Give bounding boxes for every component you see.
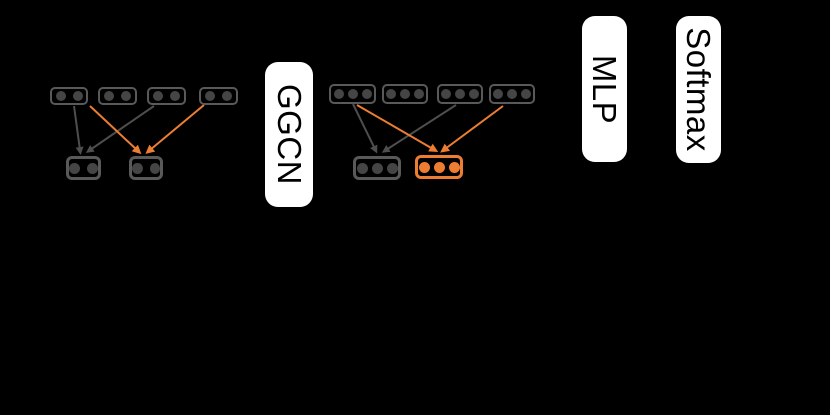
edge-gg-t1-b1	[352, 103, 378, 154]
feature-dot	[371, 162, 383, 174]
feature-dot	[493, 89, 503, 99]
edge-gg-t1-b2	[356, 104, 439, 153]
feature-dot	[356, 162, 368, 174]
ggcn-bottom-node-1	[353, 156, 401, 180]
feature-dot	[433, 161, 445, 173]
feature-dot	[455, 89, 465, 99]
mlp-label: MLP	[586, 54, 624, 124]
feature-dot	[121, 91, 131, 101]
feature-dot	[521, 89, 531, 99]
feature-dot	[333, 89, 344, 99]
mlp-block: MLP	[582, 16, 627, 162]
feature-dot	[441, 89, 451, 99]
feature-dot	[361, 89, 372, 99]
feature-dot	[386, 162, 398, 174]
ggcn-top-node-1	[329, 84, 376, 104]
ggcn-top-node-2	[382, 84, 428, 104]
ggcn-top-node-4	[489, 84, 535, 104]
edge-in-t3-b1	[85, 105, 155, 153]
ggcn-label: GGCN	[270, 84, 308, 185]
softmax-block: Softmax	[676, 16, 721, 163]
feature-dot	[104, 91, 114, 101]
feature-dot	[72, 91, 83, 101]
input-top-node-4	[199, 87, 238, 105]
edge-in-t1-b2	[89, 105, 142, 155]
feature-dot	[170, 91, 180, 101]
feature-dot	[153, 91, 163, 101]
edge-gg-t3-b1	[381, 104, 457, 153]
edge-in-t4-b2	[145, 104, 205, 154]
feature-dot	[448, 161, 460, 173]
feature-dot	[222, 91, 232, 101]
feature-dot	[414, 89, 424, 99]
feature-dot	[87, 162, 98, 174]
ggcn-bottom-node-highlighted	[415, 155, 463, 179]
input-top-node-1	[50, 87, 88, 105]
input-top-node-3	[147, 87, 186, 105]
input-bottom-node-2	[129, 156, 163, 180]
feature-dot	[69, 162, 80, 174]
feature-dot	[418, 161, 430, 173]
feature-dot	[400, 89, 410, 99]
feature-dot	[55, 91, 66, 101]
feature-dot	[386, 89, 396, 99]
edge-gg-t4-b2	[440, 105, 504, 153]
feature-dot	[149, 162, 160, 174]
edge-in-t1-b1	[73, 105, 84, 155]
softmax-label: Softmax	[680, 27, 718, 152]
ggcn-top-node-3	[437, 84, 483, 104]
feature-dot	[469, 89, 479, 99]
feature-dot	[132, 162, 143, 174]
feature-dot	[205, 91, 215, 101]
feature-dot	[507, 89, 517, 99]
ggcn-block: GGCN	[265, 62, 313, 207]
input-top-node-2	[98, 87, 137, 105]
input-bottom-node-1	[66, 156, 101, 180]
feature-dot	[347, 89, 358, 99]
